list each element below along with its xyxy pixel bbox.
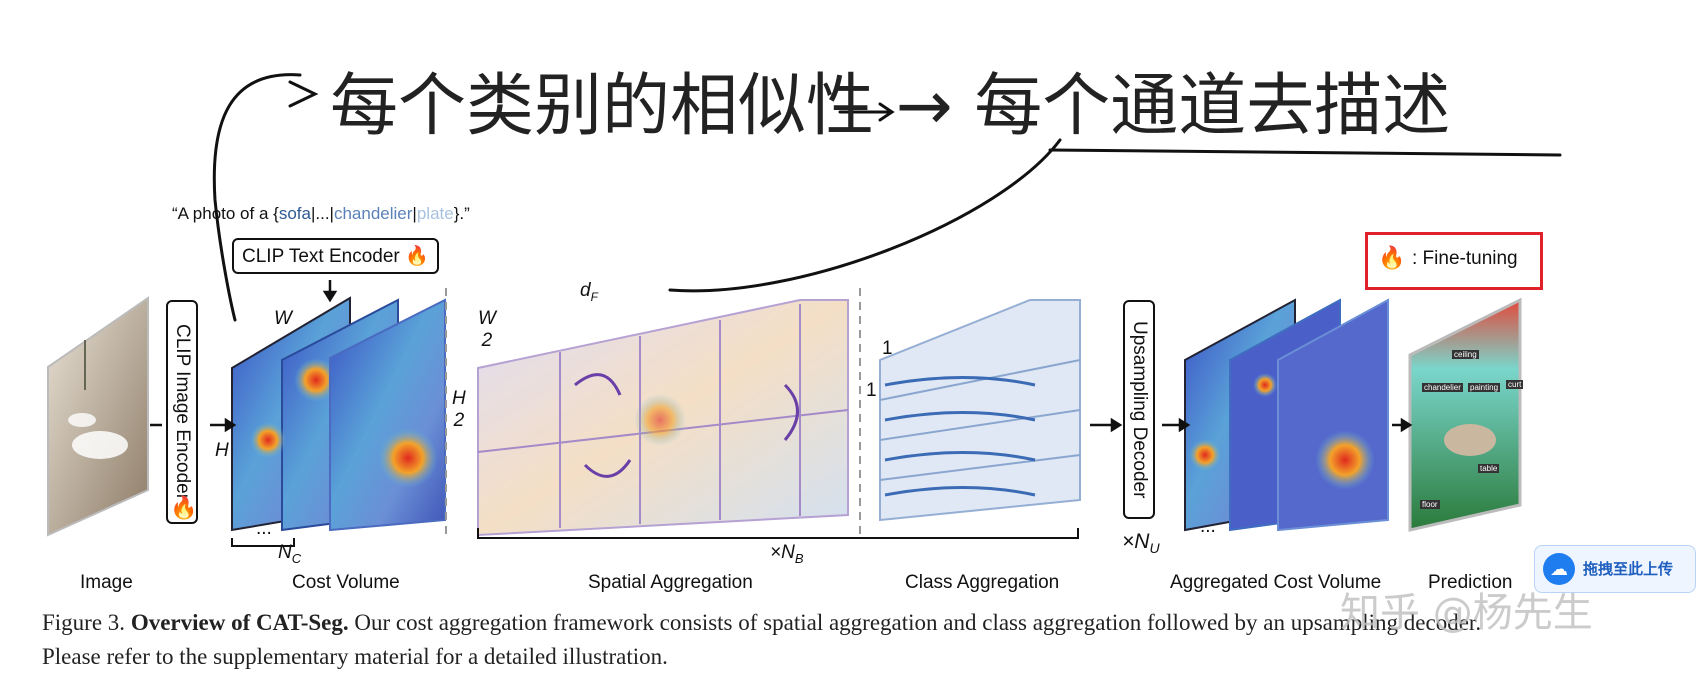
fire-icon: 🔥 <box>170 495 198 520</box>
symbol-dF: dF <box>580 280 598 304</box>
stage-label-spatial: Spatial Aggregation <box>588 572 753 593</box>
watermark: 知乎 @杨先生 <box>1340 590 1593 636</box>
pred-tag: ceiling <box>1452 350 1479 359</box>
pred-tag: chandelier <box>1422 383 1463 392</box>
prediction-map <box>1408 297 1522 532</box>
symbol-one: 1 <box>882 338 893 359</box>
clip-text-encoder-label: CLIP Text Encoder <box>242 246 400 267</box>
caption-title: Overview of CAT-Seg. <box>130 610 349 635</box>
spatial-aggregation-cubes <box>477 299 849 537</box>
text-prompt: “A photo of a {sofa|...|chandelier|plate… <box>172 204 470 224</box>
clip-text-encoder-box: CLIP Text Encoder 🔥 <box>232 238 439 274</box>
pred-tag: painting <box>1468 383 1501 392</box>
stage-label-aggregated: Aggregated Cost Volume <box>1170 572 1382 593</box>
cost-volume-stack <box>231 296 446 532</box>
prompt-sep: |...| <box>310 204 334 223</box>
symbol-one: 1 <box>866 380 877 401</box>
figure-caption: Figure 3. Overview of CAT-Seg. Our cost … <box>42 606 1542 674</box>
stage-label-image: Image <box>80 572 133 593</box>
pred-tag: table <box>1478 464 1500 473</box>
handwriting-strokes <box>212 73 1562 322</box>
upload-button[interactable]: ☁ 拖拽至此上传 <box>1534 545 1696 593</box>
prompt-sep: | <box>412 204 417 223</box>
symbol-xNU: ×NU <box>1122 530 1160 557</box>
fire-icon: 🔥 <box>1378 245 1406 270</box>
fire-icon: 🔥 <box>405 246 429 267</box>
upsampling-decoder-label: Upsampling Decoder <box>1129 320 1150 499</box>
caption-fig-number: Figure 3. <box>42 610 126 635</box>
clip-image-encoder-label: CLIP Image Encoder <box>172 323 193 501</box>
handwritten-note: 每个类别的相似性 → 每个通道去描述 <box>330 67 1451 146</box>
symbol-H: H <box>215 440 229 461</box>
caption-body: Our cost aggregation framework consists … <box>42 610 1482 669</box>
flow-arrows <box>150 280 1413 433</box>
clip-image-encoder-box: CLIP Image Encoder <box>166 300 198 524</box>
prompt-word-sofa: sofa <box>278 204 311 223</box>
stage-label-prediction: Prediction <box>1428 572 1513 593</box>
class-aggregation-cubes <box>879 299 1081 522</box>
input-image <box>47 296 149 537</box>
fine-tuning-legend: 🔥 : Fine-tuning <box>1365 232 1543 290</box>
prompt-word-chandelier: chandelier <box>333 204 413 223</box>
stage-label-class: Class Aggregation <box>905 572 1060 593</box>
aggregated-cost-volume <box>1184 298 1389 532</box>
symbol-W: W <box>274 308 292 329</box>
stage-label-cost-volume: Cost Volume <box>292 572 400 593</box>
fine-tuning-label: : Fine-tuning <box>1412 248 1518 269</box>
pred-tag: curt <box>1506 380 1524 389</box>
prompt-word-plate: plate <box>416 204 454 223</box>
pred-tag: floor <box>1420 500 1440 509</box>
upload-label: 拖拽至此上传 <box>1583 561 1674 578</box>
cloud-icon: ☁ <box>1543 553 1575 585</box>
ellipsis: ... <box>1200 516 1216 537</box>
prompt-prefix: “A photo of a { <box>172 204 279 223</box>
upsampling-decoder-box: Upsampling Decoder <box>1123 300 1155 519</box>
ellipsis: ... <box>256 518 272 539</box>
prompt-suffix: }.” <box>453 204 470 223</box>
symbol-Nc: NC <box>278 542 302 566</box>
symbol-xNB: ×NB <box>770 542 804 566</box>
